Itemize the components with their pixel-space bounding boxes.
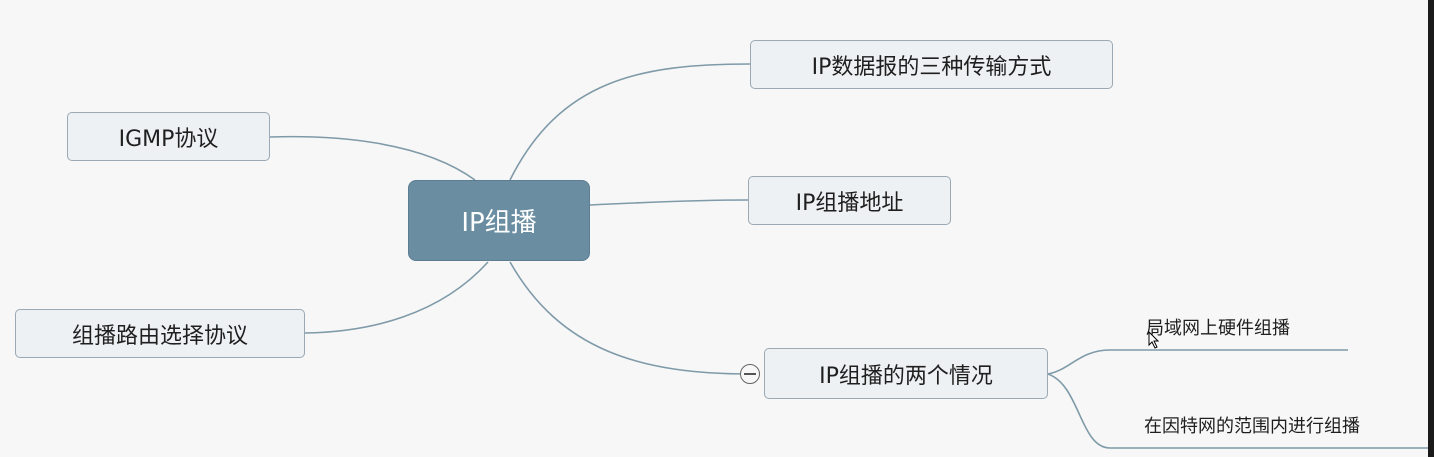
- connector-routing: [304, 261, 489, 334]
- connector-igmp: [269, 135, 476, 181]
- window-edge: [1428, 0, 1434, 457]
- connector-ip-multicast-address: [589, 199, 749, 206]
- node-ip-datagram-transmission[interactable]: IP数据报的三种传输方式: [750, 40, 1113, 89]
- mouse-cursor-icon: [1148, 331, 1160, 349]
- collapse-toggle-icon[interactable]: [740, 364, 760, 384]
- connector-leaf-1: [1047, 349, 1348, 375]
- node-igmp-protocol[interactable]: IGMP协议: [67, 112, 270, 161]
- connector-ip-datagram: [509, 63, 751, 181]
- node-ip-multicast-two-cases[interactable]: IP组播的两个情况: [764, 348, 1048, 399]
- connector-leaf-2: [1047, 373, 1434, 449]
- node-multicast-routing-protocol[interactable]: 组播路由选择协议: [15, 309, 305, 358]
- leaf-lan-hardware-multicast[interactable]: 局域网上硬件组播: [1146, 318, 1290, 339]
- root-node-ip-multicast[interactable]: IP组播: [408, 180, 590, 261]
- leaf-internet-multicast[interactable]: 在因特网的范围内进行组播: [1144, 416, 1360, 437]
- node-ip-multicast-address[interactable]: IP组播地址: [748, 176, 951, 225]
- connector-two-cases: [509, 261, 751, 375]
